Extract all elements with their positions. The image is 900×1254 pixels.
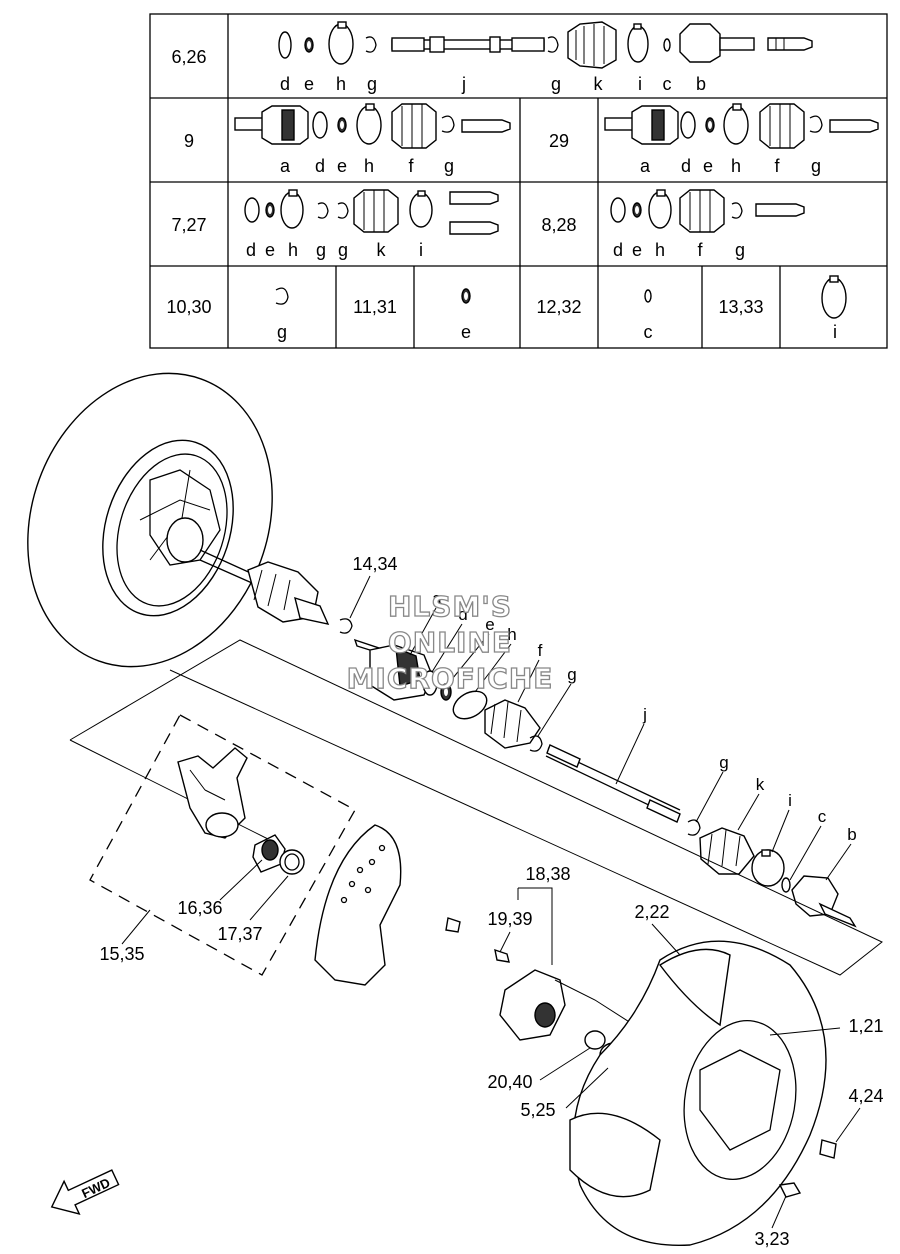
callout-b: b — [847, 825, 856, 844]
table-letter: h — [731, 156, 741, 176]
row2-right-parts-icon — [604, 103, 879, 149]
knuckle-group-outline — [89, 714, 356, 976]
callout-h: h — [507, 625, 516, 644]
row3-right-parts-icon — [610, 189, 805, 233]
table-letter: g — [367, 74, 377, 94]
parts-table: 6,26 9 29 7,27 8,28 10,30 11,31 12,32 13… — [149, 13, 888, 349]
table-letter: f — [774, 156, 780, 176]
callout-16-36: 16,36 — [177, 898, 222, 918]
table-ref: 13,33 — [718, 297, 763, 317]
table-letter: e — [632, 240, 642, 260]
leader-line — [219, 859, 263, 901]
callout-2-22: 2,22 — [634, 902, 669, 922]
callout-1-21: 1,21 — [848, 1016, 883, 1036]
table-letter: e — [337, 156, 347, 176]
table-letter: g — [551, 74, 561, 94]
callout-18-38: 18,38 — [525, 864, 570, 884]
callout-d: d — [458, 605, 467, 624]
table-letter: i — [833, 322, 837, 342]
axle-shaft-icon — [199, 549, 330, 625]
table-letter: j — [461, 74, 466, 94]
row4-parts-icon — [275, 275, 847, 319]
callout-c: c — [818, 807, 827, 826]
callout-19-39: 19,39 — [487, 909, 532, 929]
table-ref: 9 — [184, 131, 194, 151]
wheel-rim-icon — [569, 940, 837, 1247]
fwd-label: FWD — [79, 1175, 112, 1201]
table-letter: k — [594, 74, 604, 94]
table-ref: 29 — [549, 131, 569, 151]
wheel-hub-icon — [494, 948, 721, 1081]
table-letter: k — [377, 240, 387, 260]
table-letter: f — [408, 156, 414, 176]
row1-parts-icon — [278, 21, 813, 69]
table-letter: i — [638, 74, 642, 94]
callout-i: i — [788, 791, 792, 810]
assembly-outline — [69, 639, 883, 976]
table-letter: h — [336, 74, 346, 94]
brake-disc-icon — [314, 824, 461, 986]
cv-joint-assembly-icon — [339, 618, 857, 928]
callout-3-23: 3,23 — [754, 1229, 789, 1249]
table-letter: h — [288, 240, 298, 260]
row2-left-parts-icon — [234, 103, 511, 149]
fwd-arrow-icon: FWD — [50, 1169, 120, 1215]
table-letter: g — [316, 240, 326, 260]
table-letter: e — [304, 74, 314, 94]
steering-knuckle-icon — [177, 747, 248, 839]
table-letter: c — [644, 322, 653, 342]
table-letter: d — [246, 240, 256, 260]
table-ref: 8,28 — [541, 215, 576, 235]
watermark: HLSM'S ONLINE MICROFICHE — [346, 589, 554, 695]
table-letter: h — [655, 240, 665, 260]
row3-left-parts-icon — [244, 189, 499, 235]
table-letter: d — [681, 156, 691, 176]
callout-4-24: 4,24 — [848, 1086, 883, 1106]
table-letter: d — [280, 74, 290, 94]
callout-20-40: 20,40 — [487, 1072, 532, 1092]
callout-a: a — [432, 589, 442, 608]
table-letter: e — [265, 240, 275, 260]
front-wheel-tire-icon — [27, 372, 273, 668]
callouts: 14,34 a d e h f g j g k i c b 16,36 17,3… — [99, 554, 883, 1249]
leader-line — [249, 875, 289, 921]
table-ref: 12,32 — [536, 297, 581, 317]
table-letter: g — [811, 156, 821, 176]
callout-f: f — [538, 641, 543, 660]
table-ref: 11,31 — [353, 297, 397, 317]
table-ref: 6,26 — [171, 47, 206, 67]
watermark-line: ONLINE — [388, 626, 512, 659]
table-letter: g — [444, 156, 454, 176]
table-ref: 7,27 — [171, 215, 206, 235]
watermark-line: MICROFICHE — [347, 662, 554, 695]
callout-17-37: 17,37 — [217, 924, 262, 944]
table-letter: d — [613, 240, 623, 260]
watermark-line: HLSM'S — [388, 590, 512, 623]
table-letter: d — [315, 156, 325, 176]
bearing-icon — [252, 834, 305, 875]
table-letter: g — [277, 322, 287, 342]
table-letter: a — [640, 156, 651, 176]
table-letter: g — [338, 240, 348, 260]
table-letter: g — [735, 240, 745, 260]
table-ref: 10,30 — [166, 297, 211, 317]
table-letter: c — [663, 74, 672, 94]
callout-g: g — [719, 753, 728, 772]
table-letter: b — [696, 74, 706, 94]
callout-g: g — [567, 665, 576, 684]
table-letter: a — [280, 156, 291, 176]
table-letter: e — [461, 322, 471, 342]
table-letter: f — [697, 240, 703, 260]
table-letter: h — [364, 156, 374, 176]
callout-j: j — [642, 705, 647, 724]
callout-14-34: 14,34 — [352, 554, 397, 574]
table-letter: e — [703, 156, 713, 176]
callout-k: k — [756, 775, 765, 794]
table-letter: i — [419, 240, 423, 260]
callout-e: e — [485, 615, 494, 634]
callout-5-25: 5,25 — [520, 1100, 555, 1120]
callout-15-35: 15,35 — [99, 944, 144, 964]
